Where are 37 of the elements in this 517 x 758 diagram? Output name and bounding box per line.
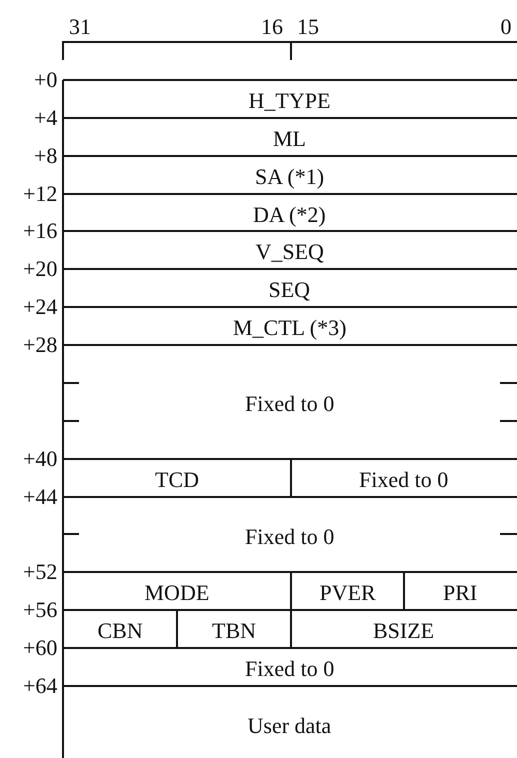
field-name: H_TYPE	[248, 91, 330, 111]
byte-offset: +0	[34, 72, 58, 88]
field-name: SEQ	[268, 280, 310, 300]
bit-number: 31	[69, 17, 91, 37]
byte-offset: +8	[34, 148, 58, 164]
byte-offset: +64	[23, 678, 58, 694]
field-name: MODE	[144, 583, 210, 603]
bit-number: 16	[261, 17, 283, 37]
byte-offset: +56	[23, 602, 58, 618]
field-name: SA (*1)	[255, 167, 324, 187]
byte-offset: +4	[34, 110, 58, 126]
field-name: Fixed to 0	[359, 470, 448, 490]
field-name: Fixed to 0	[245, 394, 334, 414]
field-name: V_SEQ	[256, 242, 324, 262]
field-name: User data	[248, 716, 332, 736]
field-name: TCD	[155, 470, 199, 490]
field-name: TBN	[212, 621, 256, 641]
byte-offset: +60	[23, 640, 58, 656]
byte-offset: +28	[23, 337, 58, 353]
bit-number: 15	[297, 17, 319, 37]
byte-offset: +12	[23, 186, 58, 202]
byte-offset: +16	[23, 223, 58, 239]
field-name: CBN	[98, 621, 143, 641]
byte-offset: +44	[23, 489, 58, 505]
byte-offset: +40	[23, 451, 58, 467]
field-name: PVER	[320, 583, 376, 603]
field-name: ML	[273, 129, 306, 149]
byte-offset: +24	[23, 299, 58, 315]
field-name: PRI	[443, 583, 478, 603]
byte-offset: +52	[23, 564, 58, 580]
bit-number: 0	[500, 17, 512, 37]
byte-offset: +20	[23, 261, 58, 277]
field-name: DA (*2)	[253, 204, 326, 224]
field-name: Fixed to 0	[245, 526, 334, 546]
field-name: M_CTL (*3)	[233, 318, 346, 338]
field-name: BSIZE	[373, 621, 434, 641]
field-name: Fixed to 0	[245, 659, 334, 679]
